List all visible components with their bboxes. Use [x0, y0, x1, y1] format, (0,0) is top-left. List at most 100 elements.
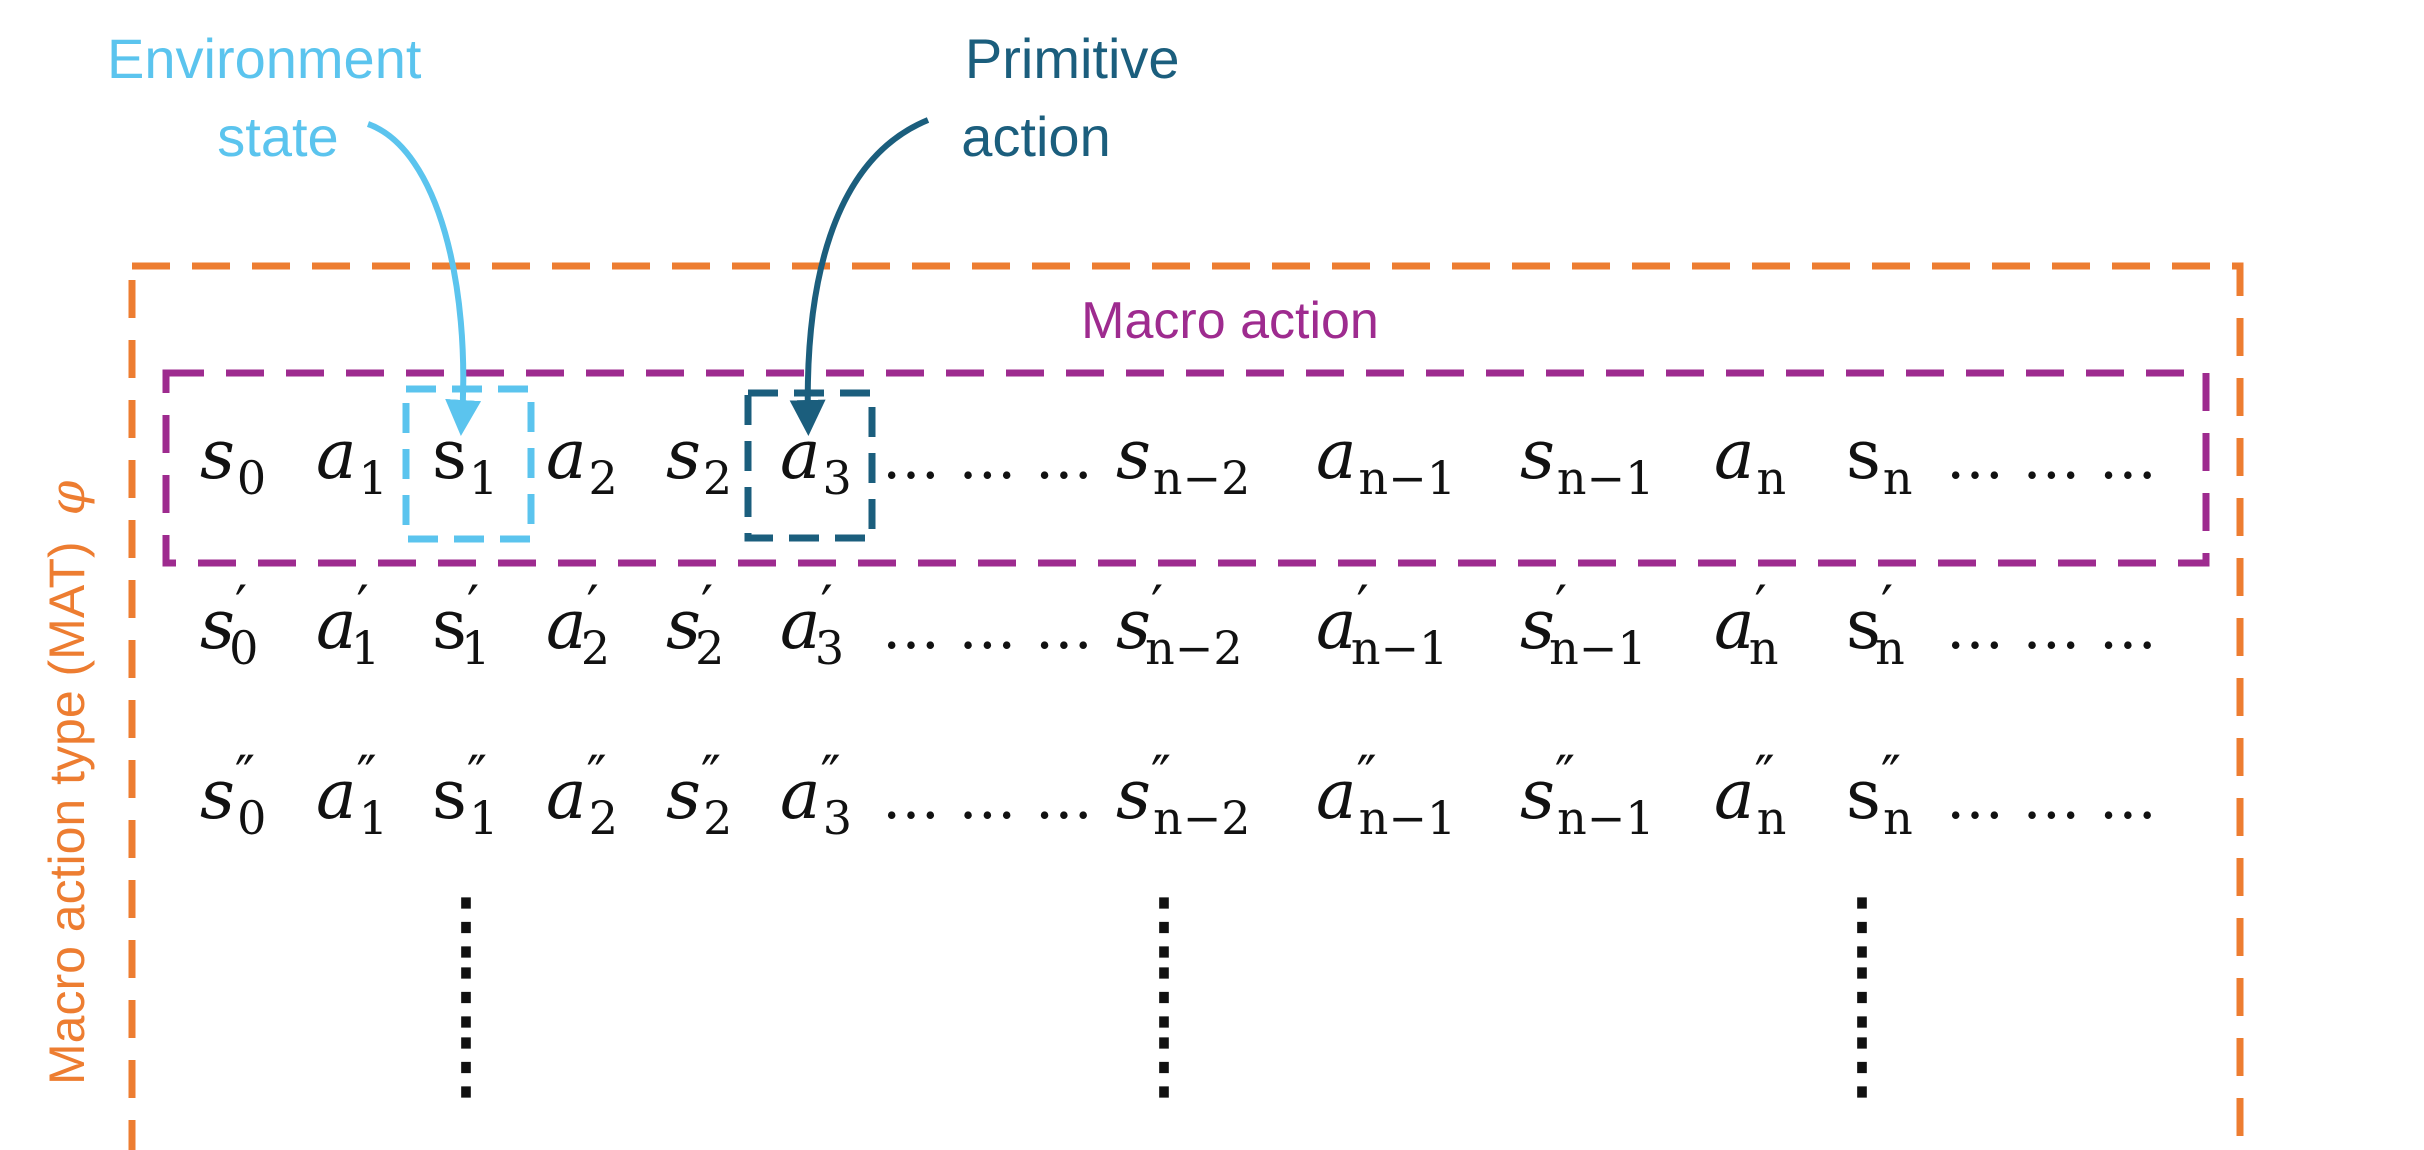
token-base: s — [200, 586, 235, 665]
token-base: a — [1316, 416, 1357, 495]
token-subscript: 1 — [469, 451, 498, 505]
token-base: s — [432, 586, 467, 665]
vertical-ellipsis: ⋮ — [430, 1022, 502, 1107]
sequence-token: s′n — [1846, 574, 1905, 675]
sequence-token: a″n−1 — [1316, 744, 1456, 845]
token-prime: ″ — [467, 744, 487, 807]
token-subscript: 0 — [237, 451, 266, 505]
token-prime: ″ — [1555, 744, 1575, 807]
sequence-token: s″2 — [666, 744, 732, 845]
token-base: a — [1316, 756, 1357, 835]
sequence-token: s′n−2 — [1116, 574, 1243, 675]
token-base: a — [1316, 586, 1357, 665]
token-prime: ″ — [1151, 744, 1171, 807]
sequence-token: s″n−1 — [1520, 744, 1655, 845]
token-base: s — [432, 756, 467, 835]
token-subscript: n−2 — [1153, 451, 1250, 505]
horizontal-ellipsis: … … … — [882, 424, 1093, 492]
sequence-token: s′2 — [666, 574, 724, 675]
token-subscript: 3 — [823, 791, 852, 845]
sequence-token: s′n−1 — [1520, 574, 1647, 675]
token-prime: ′ — [821, 574, 833, 637]
token-base: s — [1846, 416, 1881, 495]
token-base: a — [316, 756, 357, 835]
token-base: a — [316, 586, 357, 665]
token-subscript: n — [1757, 451, 1787, 505]
horizontal-ellipsis: … … … — [1946, 764, 2157, 832]
sequence-token: a2 — [546, 416, 618, 505]
sequence-token: s″n−2 — [1116, 744, 1251, 845]
sequence-token: a′3 — [780, 574, 844, 675]
token-prime: ′ — [1881, 574, 1893, 637]
token-base: a — [780, 416, 821, 495]
sequence-token: sn−1 — [1520, 416, 1654, 505]
token-subscript: 1 — [359, 791, 388, 845]
token-base: s — [200, 416, 235, 495]
token-base: a — [1714, 756, 1755, 835]
token-base: a — [1714, 586, 1755, 665]
token-subscript: n — [1883, 791, 1913, 845]
token-subscript: 2 — [703, 451, 732, 505]
token-prime: ′ — [1555, 574, 1567, 637]
environment-state-line1: Environment — [107, 27, 422, 90]
token-base: a — [316, 416, 357, 495]
sequence-token: s′1 — [432, 574, 490, 675]
primitive-action-arrow — [789, 117, 930, 436]
token-prime: ″ — [1881, 744, 1901, 807]
token-subscript: n — [1749, 621, 1779, 675]
vertical-ellipsis: ⋮ — [1826, 952, 1898, 1037]
token-subscript: 3 — [815, 621, 844, 675]
token-prime: ″ — [587, 744, 607, 807]
token-prime: ″ — [235, 744, 255, 807]
macro-action-label: Macro action — [1081, 292, 1379, 350]
mat-symbol: φ — [38, 480, 96, 515]
vertical-ellipsis: ⋮ — [1128, 952, 1200, 1037]
vertical-ellipsis: ⋮ — [1826, 882, 1898, 967]
token-prime: ′ — [1755, 574, 1767, 637]
vertical-ellipses: ⋮⋮⋮⋮⋮⋮⋮⋮⋮ — [430, 882, 1898, 1107]
token-subscript: 1 — [469, 791, 498, 845]
token-base: a — [546, 416, 587, 495]
vertical-ellipsis: ⋮ — [1128, 1022, 1200, 1107]
token-prime: ″ — [1755, 744, 1775, 807]
sequence-token: s″1 — [432, 744, 498, 845]
token-base: s — [1520, 756, 1555, 835]
token-subscript: n−1 — [1557, 451, 1654, 505]
token-subscript: 3 — [823, 451, 852, 505]
token-base: s — [1520, 586, 1555, 665]
token-prime: ′ — [1151, 574, 1163, 637]
token-base: s — [432, 416, 467, 495]
horizontal-ellipsis: … … … — [1946, 594, 2157, 662]
token-base: s — [200, 756, 235, 835]
sequence-token: a′1 — [316, 574, 380, 675]
token-subscript: 1 — [461, 621, 490, 675]
token-prime: ′ — [357, 574, 369, 637]
token-prime: ′ — [1357, 574, 1369, 637]
vertical-ellipsis: ⋮ — [430, 952, 502, 1037]
token-subscript: n−1 — [1359, 791, 1456, 845]
sequence-token: s1 — [432, 416, 498, 505]
token-subscript: n−2 — [1145, 621, 1242, 675]
sequence-token: an — [1714, 416, 1786, 505]
token-base: s — [1520, 416, 1555, 495]
token-base: s — [666, 416, 701, 495]
token-base: s — [1846, 756, 1881, 835]
sequence-token: sn−2 — [1116, 416, 1250, 505]
token-subscript: 0 — [229, 621, 258, 675]
sequence-token: a3 — [780, 416, 852, 505]
token-base: s — [1846, 586, 1881, 665]
token-subscript: 2 — [695, 621, 724, 675]
token-base: s — [1116, 756, 1151, 835]
token-subscript: 2 — [581, 621, 610, 675]
mat-label: Macro action type (MAT) φ — [38, 480, 96, 1085]
vertical-ellipsis: ⋮ — [1128, 882, 1200, 967]
token-base: a — [780, 586, 821, 665]
sequence-token: sn — [1846, 416, 1913, 505]
sequence-token: s0 — [200, 416, 266, 505]
sequence-token: a″3 — [780, 744, 852, 845]
token-subscript: n — [1883, 451, 1913, 505]
sequence-token: a″2 — [546, 744, 618, 845]
token-base: a — [546, 756, 587, 835]
